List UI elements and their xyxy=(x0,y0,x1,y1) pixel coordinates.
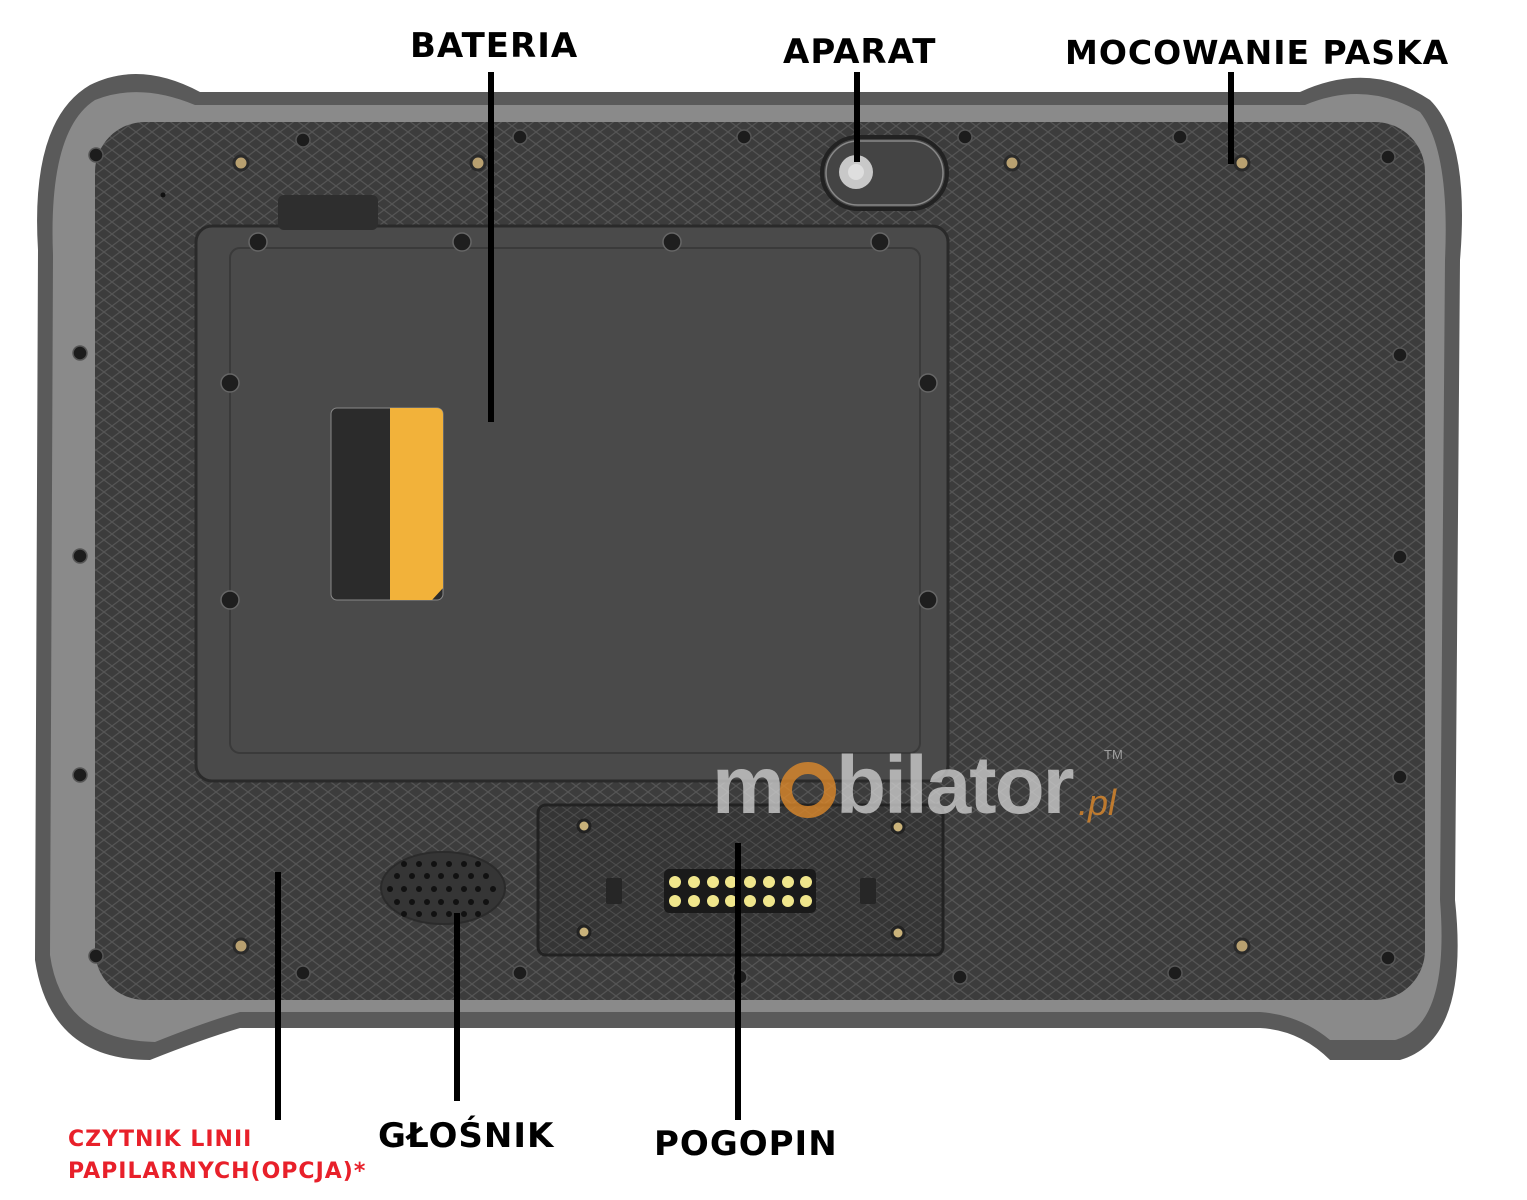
label-fingerprint-line1: CZYTNIK LINII xyxy=(68,1127,253,1152)
pointer-strap xyxy=(1228,72,1234,164)
pointer-pogopin xyxy=(735,843,741,1120)
svg-text:.pl: .pl xyxy=(1078,782,1117,823)
label-battery: BATERIA xyxy=(410,26,579,66)
label-camera: APARAT xyxy=(783,32,937,72)
svg-text:bilator: bilator xyxy=(836,740,1074,831)
watermark: m bilator .pl TM xyxy=(712,740,1123,831)
label-speaker: GŁOŚNIK xyxy=(378,1116,555,1156)
svg-text:TM: TM xyxy=(1104,747,1123,762)
label-fingerprint: CZYTNIK LINII PAPILARNYCH(OPCJA)* xyxy=(68,1124,366,1188)
battery-cover xyxy=(194,224,950,783)
pointer-battery xyxy=(488,72,494,422)
label-fingerprint-line2: PAPILARNYCH(OPCJA)* xyxy=(68,1159,367,1184)
label-strap-mount: MOCOWANIE PASKA xyxy=(1065,33,1450,72)
pointer-speaker xyxy=(454,913,460,1101)
speaker-grille xyxy=(380,851,506,925)
camera-module xyxy=(820,135,949,211)
svg-text:m: m xyxy=(712,740,783,831)
pointer-fingerprint xyxy=(275,872,281,1120)
label-pogopin: POGOPIN xyxy=(654,1124,838,1164)
pointer-camera xyxy=(854,72,860,162)
